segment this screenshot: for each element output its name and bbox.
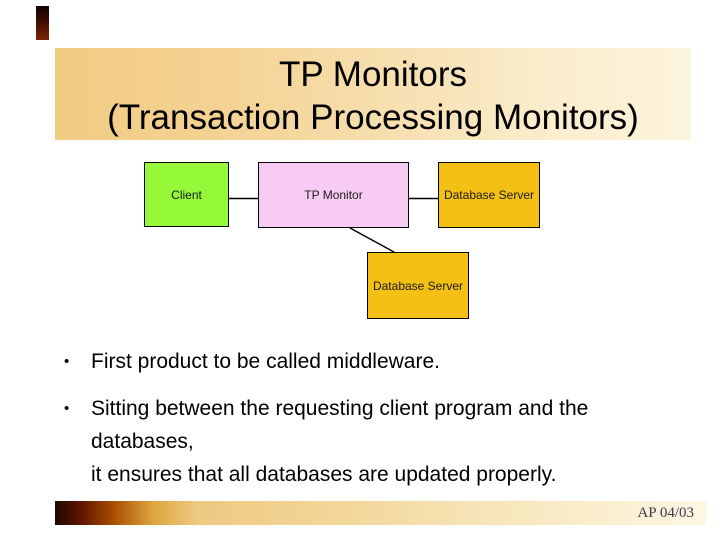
footer-label: AP 04/03 bbox=[637, 504, 694, 521]
connector-tpmonitor-dbserver2 bbox=[349, 227, 395, 253]
diagram-node-database-server-2: Database Server bbox=[367, 252, 469, 319]
bullet-item-1: • First product to be called middleware. bbox=[64, 345, 684, 378]
diagram-node-client: Client bbox=[144, 162, 229, 227]
tp-monitor-label: TP Monitor bbox=[304, 188, 363, 202]
slide-title-line2: (Transaction Processing Monitors) bbox=[107, 97, 639, 137]
diagram-node-database-server-1: Database Server bbox=[438, 162, 540, 228]
slide-title-line1: TP Monitors bbox=[278, 54, 468, 94]
bullet-item-2: • Sitting between the requesting client … bbox=[64, 392, 684, 491]
database-server-2-label: Database Server bbox=[372, 278, 464, 293]
diagram-node-tp-monitor: TP Monitor bbox=[258, 162, 409, 228]
database-server-1-label: Database Server bbox=[443, 188, 535, 202]
slide-title: TP Monitors (Transaction Processing Moni… bbox=[55, 48, 691, 140]
template-corner-mark bbox=[36, 6, 49, 40]
bullet-icon: • bbox=[64, 400, 70, 417]
bullet-list: • First product to be called middleware.… bbox=[64, 345, 684, 491]
bullet-icon: • bbox=[64, 353, 70, 370]
client-label: Client bbox=[171, 187, 202, 202]
bullet-item-1-text: First product to be called middleware. bbox=[91, 350, 440, 373]
footer-bar: AP 04/03 bbox=[55, 501, 706, 525]
bullet-item-2-text: Sitting between the requesting client pr… bbox=[91, 397, 589, 486]
